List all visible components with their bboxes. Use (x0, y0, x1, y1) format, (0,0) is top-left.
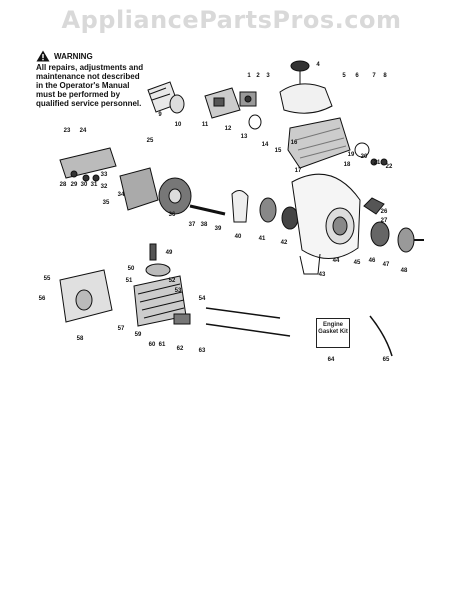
cylinder-shroud (119, 167, 159, 211)
part-callout-17: 17 (295, 168, 302, 174)
carburetor-adapter (204, 87, 241, 119)
part-callout-23: 23 (64, 128, 71, 134)
ignition-coil (231, 190, 249, 223)
part-callout-12: 12 (225, 126, 232, 132)
part-callout-56: 56 (39, 296, 46, 302)
part-callout-38: 38 (201, 222, 208, 228)
part-callout-14: 14 (262, 142, 269, 148)
cylinder (133, 275, 187, 327)
part-callout-61: 61 (159, 342, 166, 348)
part-callout-33: 33 (101, 172, 108, 178)
part-callout-42: 42 (281, 240, 288, 246)
part-callout-37: 37 (189, 222, 196, 228)
part-callout-39: 39 (215, 226, 222, 232)
carb-linkage (173, 313, 191, 325)
grommet-set (354, 142, 388, 166)
warning-title: WARNING (54, 51, 93, 61)
part-callout-20: 20 (361, 154, 368, 160)
part-callout-59: 59 (135, 332, 142, 338)
part-callout-8: 8 (383, 73, 387, 79)
watermark: AppliancePartsPros.com (61, 6, 402, 34)
part-callout-4: 4 (316, 62, 320, 68)
part-callout-32: 32 (101, 184, 108, 190)
engine-gasket-kit-box: Engine Gasket Kit (316, 318, 350, 348)
part-callout-36: 36 (169, 212, 176, 218)
part-callout-26: 26 (381, 209, 388, 215)
part-callout-54: 54 (199, 296, 206, 302)
part-callout-6: 6 (355, 73, 359, 79)
throttle-bracket (59, 147, 117, 182)
fuel-line (369, 315, 393, 357)
throttle-cable (205, 307, 291, 337)
part-callout-43: 43 (319, 272, 326, 278)
part-callout-63: 63 (199, 348, 206, 354)
part-callout-24: 24 (80, 128, 87, 134)
part-callout-28: 28 (60, 182, 67, 188)
part-callout-9: 9 (158, 112, 162, 118)
part-callout-19: 19 (348, 152, 355, 158)
piston (145, 263, 171, 277)
carburetor (239, 91, 257, 107)
part-callout-29: 29 (71, 182, 78, 188)
warning-triangle-icon (36, 50, 50, 62)
part-callout-18: 18 (344, 162, 351, 168)
muffler (59, 269, 113, 323)
part-callout-2: 2 (256, 73, 260, 79)
flywheel (158, 177, 192, 215)
part-callout-25: 25 (147, 138, 154, 144)
air-filter (169, 94, 185, 114)
part-callout-48: 48 (401, 268, 408, 274)
part-callout-47: 47 (383, 262, 390, 268)
part-callout-64: 64 (328, 357, 335, 363)
crankshaft (189, 204, 226, 216)
part-callout-1: 1 (247, 73, 251, 79)
upper-housing (287, 117, 351, 169)
part-callout-34: 34 (118, 192, 125, 198)
part-callout-3: 3 (266, 73, 270, 79)
part-callout-10: 10 (175, 122, 182, 128)
part-callout-21: 21 (374, 160, 381, 166)
clutch-drum (259, 197, 277, 223)
part-callout-55: 55 (44, 276, 51, 282)
part-callout-45: 45 (354, 260, 361, 266)
part-callout-11: 11 (202, 122, 209, 128)
part-callout-41: 41 (259, 236, 266, 242)
part-callout-16: 16 (291, 140, 298, 146)
warning-notice: WARNING All repairs, adjustments and mai… (36, 50, 144, 108)
starter-handle (363, 197, 385, 215)
part-callout-27: 27 (381, 218, 388, 224)
part-callout-52: 52 (169, 278, 176, 284)
spark-plug (149, 243, 157, 261)
part-callout-22: 22 (386, 164, 393, 170)
part-callout-58: 58 (77, 336, 84, 342)
part-callout-65: 65 (383, 357, 390, 363)
part-callout-53: 53 (175, 288, 182, 294)
part-callout-30: 30 (81, 182, 88, 188)
part-callout-31: 31 (91, 182, 98, 188)
part-callout-7: 7 (372, 73, 376, 79)
fuel-tank (279, 60, 333, 114)
part-callout-44: 44 (333, 258, 340, 264)
starter-pulley (370, 221, 390, 247)
part-callout-5: 5 (342, 73, 346, 79)
engine-housing (291, 173, 361, 275)
part-callout-51: 51 (126, 278, 133, 284)
gasket-ring (248, 114, 262, 130)
part-callout-35: 35 (103, 200, 110, 206)
warning-text: All repairs, adjustments and maintenance… (36, 63, 144, 108)
part-callout-15: 15 (275, 148, 282, 154)
part-callout-62: 62 (177, 346, 184, 352)
part-callout-40: 40 (235, 234, 242, 240)
drive-shaft-adapter (397, 227, 424, 253)
part-callout-46: 46 (369, 258, 376, 264)
part-callout-57: 57 (118, 326, 125, 332)
part-callout-49: 49 (166, 250, 173, 256)
part-callout-13: 13 (241, 134, 248, 140)
bearing (281, 206, 299, 230)
part-callout-60: 60 (149, 342, 156, 348)
part-callout-50: 50 (128, 266, 135, 272)
